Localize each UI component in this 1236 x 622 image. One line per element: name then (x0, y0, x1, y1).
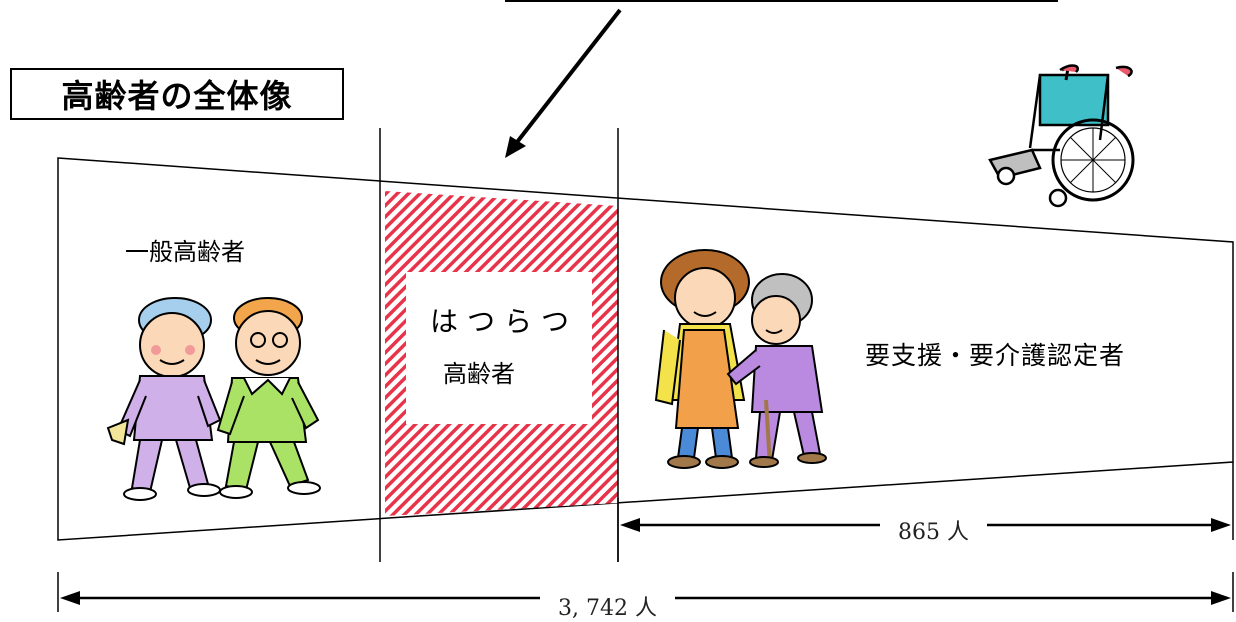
care-certified-label: 要支援・要介護認定者 (865, 341, 1126, 370)
arrow-icon (505, 8, 622, 158)
page-title: 高齢者の全体像 (10, 68, 344, 120)
hatsuratsu-label-line1: はつらつ (430, 305, 579, 338)
elderly-walkers-illustration (106, 297, 321, 501)
caregiver-illustration (654, 249, 827, 469)
hatsuratsu-label-box (406, 272, 592, 424)
hatsuratsu-label-line2: 高齢者 (443, 360, 515, 388)
care-measure-line (617, 462, 1234, 562)
general-elderly-label: 一般高齢者 (125, 238, 245, 266)
wheelchair-icon (988, 64, 1135, 208)
total-count-label: 3, 742 人 (540, 590, 675, 622)
care-count-label: 865 人 (880, 514, 987, 546)
